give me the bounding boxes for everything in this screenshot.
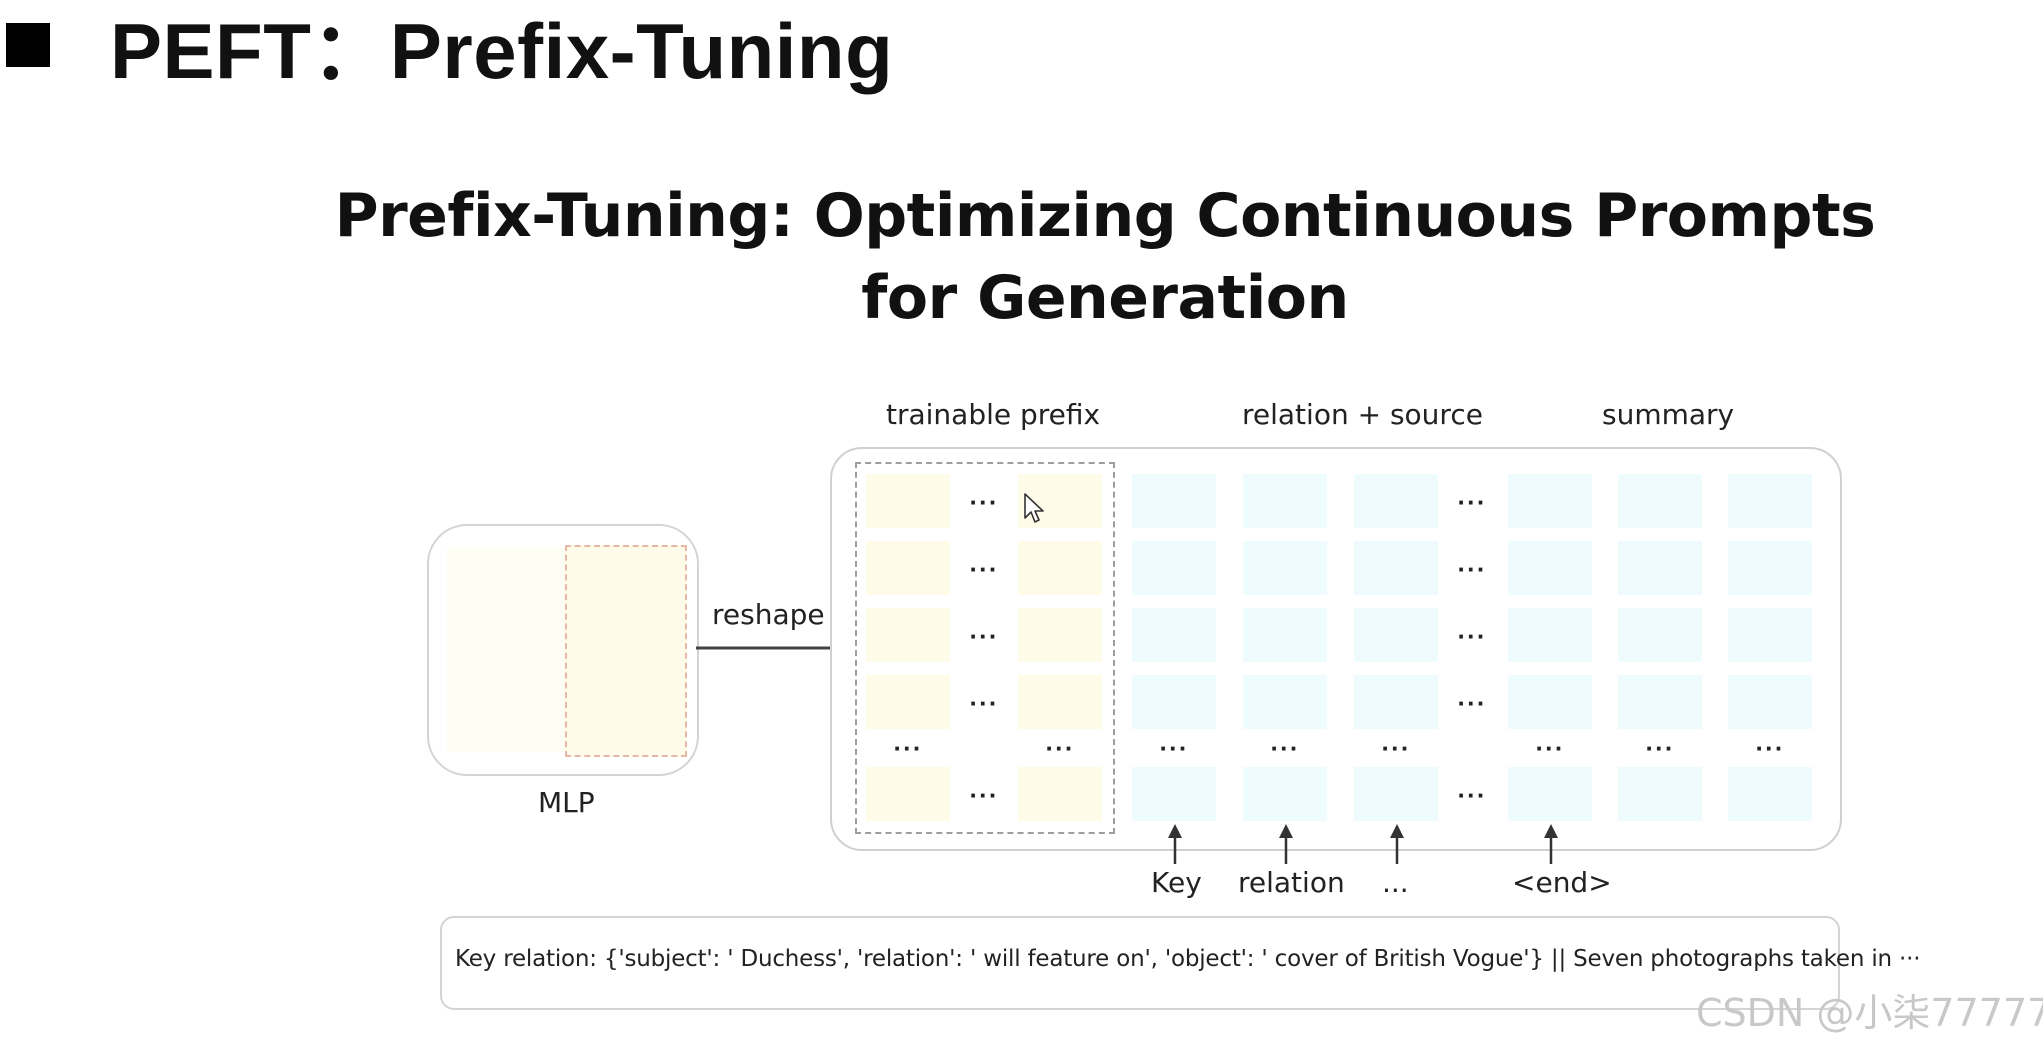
mouse-cursor-icon bbox=[1024, 493, 1044, 523]
ellipsis: ··· bbox=[1755, 733, 1785, 763]
prefix-cell bbox=[1018, 767, 1102, 821]
token-cell bbox=[1728, 675, 1812, 729]
token-cell bbox=[1618, 474, 1702, 528]
token-label-relation: relation bbox=[1238, 866, 1345, 899]
token-cell bbox=[1618, 608, 1702, 662]
prefix-cell bbox=[1018, 675, 1102, 729]
input-sequence-box bbox=[440, 916, 1840, 1010]
paper-title-line1: Prefix-Tuning: Optimizing Continuous Pro… bbox=[334, 181, 1876, 251]
watermark: CSDN @小柒77777 bbox=[1696, 991, 2043, 1035]
ellipsis: ··· bbox=[1159, 733, 1189, 763]
token-cell bbox=[1618, 675, 1702, 729]
token-cell bbox=[1728, 474, 1812, 528]
token-cell bbox=[1508, 608, 1592, 662]
ellipsis: ··· bbox=[1045, 733, 1075, 763]
token-cell bbox=[1618, 767, 1702, 821]
token-cell bbox=[1354, 675, 1438, 729]
label-relation-source: relation + source bbox=[1242, 398, 1483, 431]
slide-heading-text: PEFT：Prefix-Tuning bbox=[110, 7, 894, 95]
label-summary: summary bbox=[1602, 398, 1735, 431]
token-cell bbox=[1243, 767, 1327, 821]
slide-heading: PEFT：Prefix-Tuning bbox=[0, 0, 893, 95]
arrow-up-icon bbox=[1168, 824, 1182, 864]
ellipsis: ··· bbox=[1457, 780, 1487, 810]
prefix-cell bbox=[1018, 608, 1102, 662]
arrow-up-icon bbox=[1279, 824, 1293, 864]
arrow-up-icon bbox=[1390, 824, 1404, 864]
ellipsis: ··· bbox=[1457, 554, 1487, 584]
token-cell bbox=[1618, 541, 1702, 595]
prefix-cell bbox=[866, 474, 950, 528]
ellipsis: ··· bbox=[1535, 733, 1565, 763]
token-cell bbox=[1354, 767, 1438, 821]
label-trainable-prefix: trainable prefix bbox=[886, 398, 1101, 431]
mlp-label: MLP bbox=[538, 786, 595, 819]
ellipsis: ··· bbox=[1270, 733, 1300, 763]
ellipsis: ··· bbox=[1457, 487, 1487, 517]
trainable-prefix-region bbox=[855, 462, 1115, 834]
mlp-prefix-region bbox=[565, 545, 687, 757]
token-cell bbox=[1354, 474, 1438, 528]
ellipsis: ··· bbox=[969, 780, 999, 810]
ellipsis: ··· bbox=[893, 733, 923, 763]
token-label-end: <end> bbox=[1512, 866, 1612, 899]
ellipsis: ··· bbox=[969, 621, 999, 651]
ellipsis: ··· bbox=[1457, 688, 1487, 718]
token-cell bbox=[1132, 767, 1216, 821]
token-cell bbox=[1728, 767, 1812, 821]
ellipsis: ··· bbox=[1457, 621, 1487, 651]
token-cell bbox=[1508, 541, 1592, 595]
paper-title-line2: for Generation bbox=[861, 263, 1349, 333]
prefix-cell bbox=[866, 608, 950, 662]
ellipsis: ··· bbox=[969, 688, 999, 718]
ellipsis: ··· bbox=[1381, 733, 1411, 763]
ellipsis: ··· bbox=[969, 554, 999, 584]
prefix-cell bbox=[866, 767, 950, 821]
token-cell bbox=[1508, 474, 1592, 528]
mlp-fill-left bbox=[447, 548, 565, 752]
paper-title: Prefix-Tuning: Optimizing Continuous Pro… bbox=[0, 175, 2043, 339]
token-cell bbox=[1508, 767, 1592, 821]
token-cell bbox=[1508, 675, 1592, 729]
prefix-cell bbox=[866, 541, 950, 595]
prefix-cell bbox=[1018, 541, 1102, 595]
token-cell bbox=[1243, 474, 1327, 528]
token-cell bbox=[1243, 541, 1327, 595]
bullet-square-icon bbox=[6, 23, 50, 67]
input-sequence-text: Key relation: {'subject': ' Duchess', 'r… bbox=[455, 946, 1921, 972]
token-cell bbox=[1243, 675, 1327, 729]
prefix-cell bbox=[866, 675, 950, 729]
ellipsis: ··· bbox=[1645, 733, 1675, 763]
token-cell bbox=[1354, 541, 1438, 595]
token-cell bbox=[1728, 608, 1812, 662]
token-cell bbox=[1132, 474, 1216, 528]
token-cell bbox=[1132, 675, 1216, 729]
ellipsis: ··· bbox=[969, 487, 999, 517]
token-cell bbox=[1728, 541, 1812, 595]
token-label-key: Key bbox=[1151, 866, 1202, 899]
arrow-up-icon bbox=[1544, 824, 1558, 864]
token-cell bbox=[1354, 608, 1438, 662]
reshape-label: reshape bbox=[712, 598, 825, 631]
token-cell bbox=[1132, 608, 1216, 662]
token-cell bbox=[1132, 541, 1216, 595]
token-cell bbox=[1243, 608, 1327, 662]
token-label-dots: ... bbox=[1382, 866, 1409, 899]
